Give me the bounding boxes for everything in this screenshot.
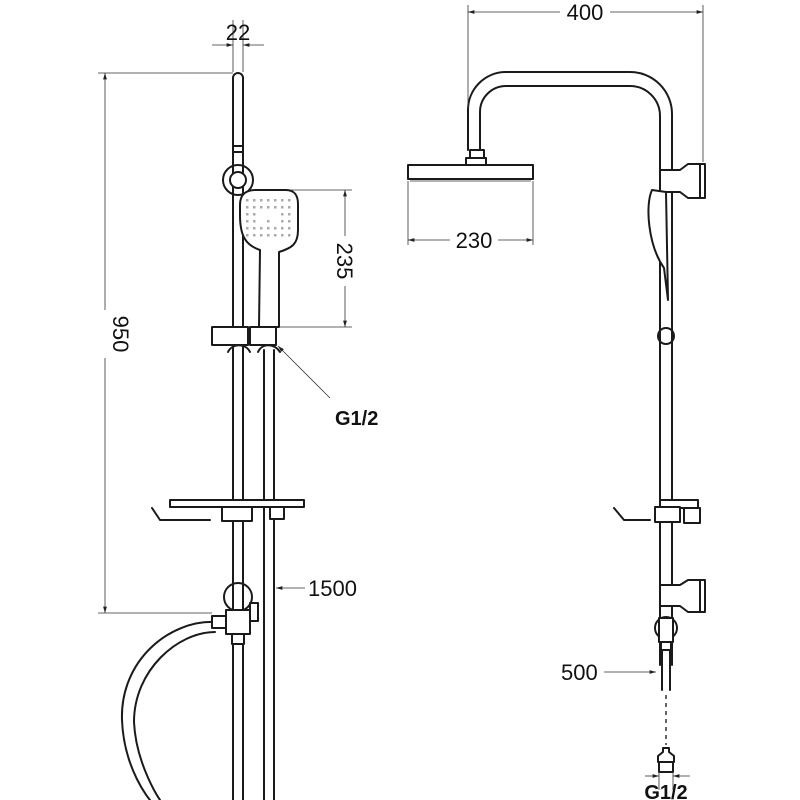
spray-nozzle — [281, 199, 284, 202]
spray-nozzle — [260, 206, 263, 209]
spray-nozzle — [281, 227, 284, 230]
dim-total-height: 950 — [108, 316, 133, 353]
spray-nozzle — [267, 199, 270, 202]
dim-bottom-connection: G1/2 — [644, 782, 687, 800]
left-shower-column: 22 950 235 G1/2 1500 — [95, 20, 378, 800]
spray-nozzle — [274, 206, 277, 209]
spray-nozzle — [253, 199, 256, 202]
spray-nozzle — [253, 227, 256, 230]
dim-arm-reach: 400 — [567, 0, 604, 25]
rain-shower-head — [407, 164, 534, 180]
dim-hand-connection: G1/2 — [335, 408, 378, 430]
hand-shower-side — [647, 189, 669, 301]
spray-nozzle — [281, 213, 284, 216]
spray-nozzle — [267, 234, 270, 237]
wall-ring — [222, 164, 254, 196]
dim-head-width: 230 — [456, 228, 493, 253]
soap-shelf — [151, 499, 305, 522]
dim-hose-length: 1500 — [308, 576, 357, 601]
spray-nozzle — [246, 234, 249, 237]
spray-nozzle — [274, 227, 277, 230]
spray-nozzle — [288, 199, 291, 202]
dim-rail-width: 22 — [226, 20, 250, 45]
spray-nozzle — [253, 234, 256, 237]
dim-hand-shower: 235 — [332, 243, 357, 280]
spray-nozzle — [288, 234, 291, 237]
spray-nozzle — [281, 206, 284, 209]
hand-shower — [239, 189, 299, 328]
spray-nozzle — [260, 199, 263, 202]
slider-bracket — [211, 326, 249, 346]
spray-nozzle — [260, 227, 263, 230]
spray-nozzle — [267, 206, 270, 209]
spray-nozzle — [253, 206, 256, 209]
spray-nozzle — [281, 234, 284, 237]
spray-nozzle — [253, 220, 256, 223]
bottom-fitting — [657, 747, 675, 763]
spray-nozzle — [281, 220, 284, 223]
spray-nozzle — [267, 227, 270, 230]
spray-nozzle — [274, 234, 277, 237]
spray-nozzle — [246, 206, 249, 209]
spray-nozzle — [288, 206, 291, 209]
spray-nozzle — [246, 220, 249, 223]
spray-nozzle — [246, 227, 249, 230]
spray-nozzle — [253, 213, 256, 216]
shower-arm — [467, 71, 673, 666]
spray-nozzle — [246, 199, 249, 202]
spray-nozzle — [274, 199, 277, 202]
spray-nozzle — [288, 213, 291, 216]
dim-bottom-pipe: 500 — [561, 660, 598, 685]
spray-nozzle — [260, 234, 263, 237]
spray-nozzle — [246, 213, 249, 216]
hose — [120, 620, 216, 800]
spray-nozzle — [288, 220, 291, 223]
spray-nozzle — [288, 227, 291, 230]
spray-nozzle — [267, 220, 270, 223]
diverter-valve — [211, 582, 259, 645]
right-shower-column: 400 230 500 G1/2 — [407, 0, 706, 800]
